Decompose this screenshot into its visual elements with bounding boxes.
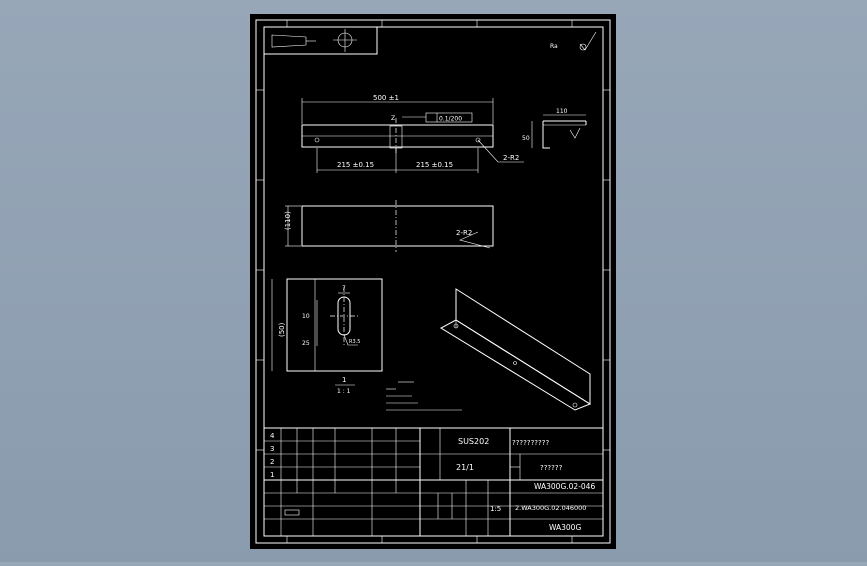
scale-value: 1:5 <box>490 505 501 513</box>
part-name: ?????? <box>540 464 563 472</box>
surface-finish-label: Ra <box>550 43 558 50</box>
surface-finish-symbol: Ra <box>550 31 597 51</box>
hole-callout-front: 2-R2 <box>503 154 519 162</box>
overall-length-dim: 500 ±1 <box>373 94 399 102</box>
company-line: ?????????? <box>512 439 549 447</box>
section-label: 1 <box>342 376 346 384</box>
flatness-tolerance: 0.1/200 <box>439 116 462 123</box>
title-block: 4 3 2 1 SUS202 21/1 1:5 ?????????? ?????… <box>263 427 604 537</box>
hole-callout-top: 2-R2 <box>456 229 472 237</box>
zone-ticks <box>256 20 610 543</box>
end-view: 7 10 25 (50) R3.5 1 1 : 1 <box>271 278 383 395</box>
file-name: 2.WA300G.02.046000 <box>515 504 586 512</box>
rev-number-3: 3 <box>270 445 274 453</box>
project-code: WA300G <box>549 523 581 532</box>
profile-height-dim: 50 <box>522 135 530 142</box>
front-view: 500 ±1 0.1/200 Z 215 ±0.15 215 ±0.15 2-R… <box>301 94 524 173</box>
drawing-number: WA300G.02-046 <box>534 482 595 491</box>
rev-number-1: 1 <box>270 471 274 479</box>
top-view: (110) 2-R2 <box>284 200 494 252</box>
projection-symbol <box>263 26 378 55</box>
slot-length-dim: 25 <box>302 340 310 347</box>
side-height-dim: (110) <box>284 211 292 230</box>
slot-radius-note: R3.5 <box>349 339 360 345</box>
isometric-view <box>439 288 592 411</box>
rev-number-4: 4 <box>270 432 275 440</box>
scale-label: 1 : 1 <box>337 388 351 395</box>
slot-width-dim: 7 <box>342 285 346 292</box>
profile-width-dim: 110 <box>556 108 568 115</box>
end-width-dim: (50) <box>278 322 286 337</box>
rev-number-2: 2 <box>270 458 274 466</box>
datum-label: Z <box>391 115 395 122</box>
hole-pitch-right-dim: 215 ±0.15 <box>416 161 453 169</box>
technical-notes <box>386 381 462 411</box>
material-value: SUS202 <box>458 437 489 446</box>
sheet-outer-border <box>255 19 611 544</box>
side-profile-view: 110 50 <box>522 108 587 149</box>
slot-offset-dim: 10 <box>302 313 310 320</box>
sheet-value: 21/1 <box>456 463 474 472</box>
drawing-sheet <box>250 14 616 549</box>
hole-pitch-left-dim: 215 ±0.15 <box>337 161 374 169</box>
